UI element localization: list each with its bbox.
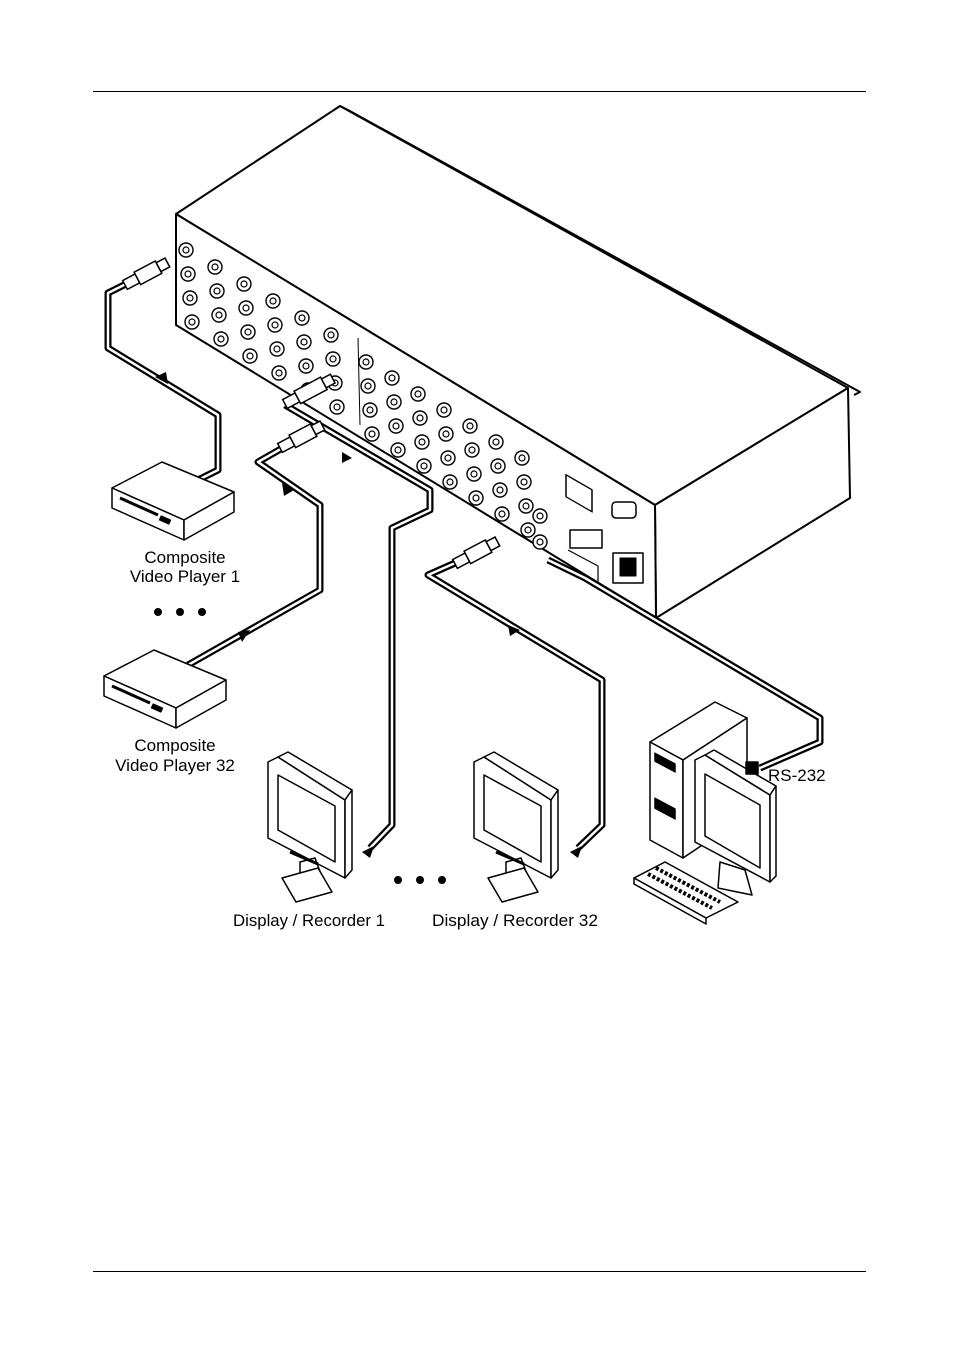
vcr-player-icon xyxy=(104,650,226,728)
bnc-connector-core xyxy=(367,407,373,413)
player32-label-line1: Composite xyxy=(134,736,215,755)
bnc-connector-core xyxy=(216,312,222,318)
bnc-connector-core xyxy=(247,353,253,359)
bnc-connector-core xyxy=(301,339,307,345)
bnc-connector-core xyxy=(447,479,453,485)
bnc-connector-core xyxy=(272,322,278,328)
desktop-computer-icon xyxy=(634,702,776,924)
bnc-connector-core xyxy=(445,455,451,461)
player32-label-line2: Video Player 32 xyxy=(115,756,235,775)
bnc-connector-core xyxy=(218,336,224,342)
bnc-connector-core xyxy=(241,281,247,287)
bnc-connector-core xyxy=(243,305,249,311)
bnc-plug-icon xyxy=(122,256,171,291)
bnc-connector-core xyxy=(183,247,189,253)
bnc-connector-core xyxy=(497,487,503,493)
bnc-connector-core xyxy=(363,359,369,365)
bnc-connector-core xyxy=(245,329,251,335)
crt-monitor-icon xyxy=(268,752,352,902)
arrow-icon xyxy=(342,452,352,463)
bnc-connector-core xyxy=(443,431,449,437)
bnc-connector-core xyxy=(393,423,399,429)
bnc-connector-core xyxy=(391,399,397,405)
display1-label: Display / Recorder 1 xyxy=(233,911,385,930)
bnc-connector-core xyxy=(212,264,218,270)
bnc-connector-core xyxy=(417,415,423,421)
bnc-plug-icon xyxy=(277,419,326,454)
bnc-connector-core xyxy=(389,375,395,381)
bnc-connector-core xyxy=(419,439,425,445)
bnc-connector-core xyxy=(369,431,375,437)
bnc-connector-core xyxy=(334,404,340,410)
bnc-connector-core xyxy=(189,319,195,325)
bnc-connector-core xyxy=(521,479,527,485)
arrow-icon xyxy=(570,846,582,858)
bnc-connector-core xyxy=(187,295,193,301)
rs232-label: RS-232 xyxy=(768,766,826,785)
display32-label: Display / Recorder 32 xyxy=(432,911,598,930)
bnc-connector-core xyxy=(473,495,479,501)
bnc-connector-core xyxy=(185,271,191,277)
bnc-connector-core xyxy=(274,346,280,352)
bnc-connector-core xyxy=(523,503,529,509)
bnc-connector-core xyxy=(471,471,477,477)
bnc-connector-core xyxy=(365,383,371,389)
arrow-icon xyxy=(238,630,250,642)
bnc-connector-core xyxy=(421,463,427,469)
bnc-connector-core xyxy=(537,513,543,519)
bnc-connector-core xyxy=(519,455,525,461)
player1-label-line2: Video Player 1 xyxy=(130,567,240,586)
bnc-connector-core xyxy=(299,315,305,321)
crt-monitor-icon xyxy=(474,752,558,902)
bnc-connector-core xyxy=(525,527,531,533)
bnc-connector-core xyxy=(214,288,220,294)
arrow-icon xyxy=(362,846,374,858)
bnc-connector-core xyxy=(469,447,475,453)
bnc-connector-core xyxy=(395,447,401,453)
bnc-connector-core xyxy=(276,370,282,376)
matrix-switcher-icon xyxy=(176,106,860,618)
bnc-connector-core xyxy=(270,298,276,304)
bnc-connector-core xyxy=(493,439,499,445)
bnc-plug-icon xyxy=(452,535,501,570)
bnc-connector-core xyxy=(537,539,543,545)
player1-label-line1: Composite xyxy=(144,548,225,567)
bnc-connector-core xyxy=(441,407,447,413)
bnc-connector-core xyxy=(330,356,336,362)
bnc-connector-core xyxy=(495,463,501,469)
bnc-connector-core xyxy=(415,391,421,397)
bnc-connector-core xyxy=(499,511,505,517)
bnc-connector-core xyxy=(303,363,309,369)
bnc-connector-core xyxy=(328,332,334,338)
bnc-connector-core xyxy=(467,423,473,429)
